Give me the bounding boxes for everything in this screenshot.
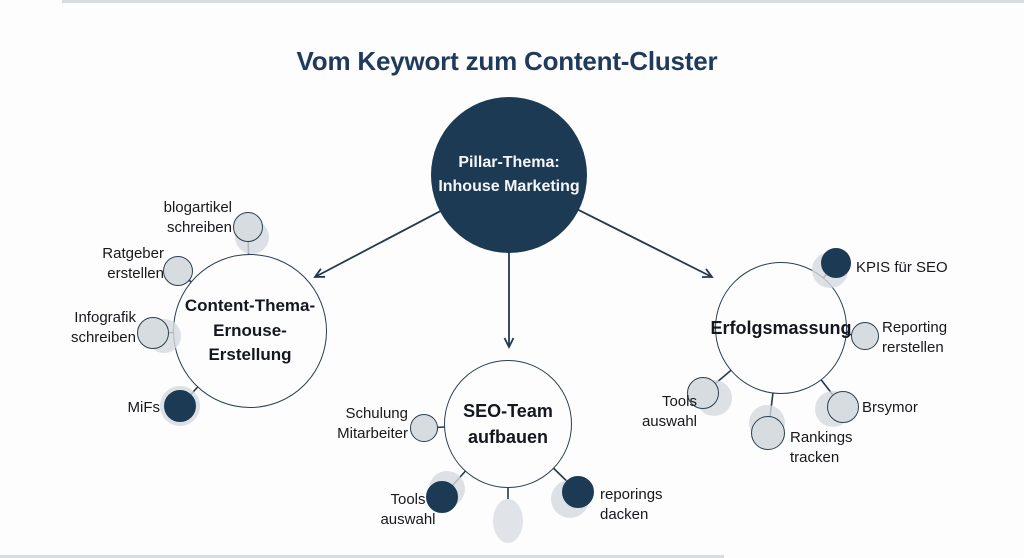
label-line: schreiben — [166, 218, 232, 236]
satellite-label-blogartikel: blogartikel schreiben — [130, 198, 232, 237]
label-line: auswahl — [641, 412, 697, 430]
cluster-label-line1: Content-Thema- — [184, 296, 316, 316]
cluster-label-line2: Ernouse-Erstellung — [208, 320, 292, 365]
cluster-node-seo-team: SEO-Team aufbauen — [444, 360, 572, 488]
cluster-label-line1: Erfolgsmassung — [710, 317, 852, 338]
satellite-node-infografik — [137, 317, 169, 349]
pillar-node: Pillar-Thema: Inhouse Marketing — [431, 97, 587, 253]
satellite-label-reporings: reporings dacken — [600, 485, 700, 524]
label-line: dacken — [600, 505, 649, 523]
satellite-label-mifs: MiFs — [98, 398, 161, 418]
cluster-label-content-thema: Content-Thema- Ernouse-Erstellung — [174, 294, 326, 368]
cluster-label-seo-team: SEO-Team aufbauen — [463, 398, 553, 450]
satellite-label-tools-center: Tools auswahl — [369, 490, 447, 529]
satellite-node-brsymor — [827, 391, 859, 423]
satellite-node-tools-center — [426, 481, 458, 513]
satellite-node-tools-right — [687, 377, 719, 409]
satellite-node-kpis — [821, 248, 851, 278]
satellite-label-infografik: Infografik schreiben — [52, 308, 136, 347]
satellite-node-mifs — [164, 390, 196, 422]
label-line: Schulung — [345, 405, 408, 422]
satellite-label-brsymor: Brsymor — [862, 398, 952, 418]
cluster-label-erfolgsmassung: Erfolgsmassung — [710, 315, 851, 341]
satellite-node-ratgeber — [163, 256, 193, 286]
cluster-node-content-thema: Content-Thema- Ernouse-Erstellung — [173, 254, 327, 408]
label-line: schreiben — [70, 328, 136, 346]
pillar-label-line2: Inhouse Marketing — [438, 178, 580, 195]
label-line: KPIS für SEO — [856, 259, 948, 276]
pillar-label-line1: Pillar-Thema: — [458, 154, 560, 171]
satellite-label-rankings: Rankings tracken — [790, 428, 880, 467]
label-line: Tools — [390, 491, 426, 508]
label-line: Ratgeber — [102, 245, 164, 262]
label-line: erstellen — [107, 264, 164, 282]
satellite-label-schulung: Schulung Mitarbeiter — [328, 404, 408, 443]
satellite-node-rankings — [751, 416, 785, 450]
label-line: Mitarbeiter — [337, 424, 408, 442]
cluster-label-line1: SEO-Team — [463, 400, 553, 421]
satellite-node-schulung — [410, 414, 438, 442]
satellite-label-kpis: KPIS für SEO — [856, 258, 976, 278]
satellite-label-tools-right: Tools auswahl — [622, 392, 697, 431]
diagram-title: Vom Keywort zum Content-Cluster — [296, 46, 718, 76]
satellite-label-reporting: Reporting rerstellen — [882, 318, 972, 357]
label-line: MiFs — [127, 399, 161, 416]
cluster-label-line2: aufbauen — [467, 427, 548, 447]
bottom-edge-divider — [0, 555, 724, 558]
label-line: Rankings — [790, 429, 853, 446]
satellite-label-ratgeber: Ratgeber erstellen — [78, 244, 164, 283]
label-line: reporings — [600, 486, 663, 503]
label-line: auswahl — [380, 510, 436, 528]
satellite-node-reporings — [562, 476, 594, 508]
label-line: Reporting — [882, 319, 948, 336]
satellite-node-reporting — [851, 322, 879, 350]
top-edge-divider — [62, 0, 1024, 3]
label-line: tracken — [790, 448, 840, 466]
label-line: Tools — [661, 393, 697, 410]
satellite-node-blogartikel — [233, 212, 263, 242]
pillar-label: Pillar-Thema: Inhouse Marketing — [438, 151, 579, 199]
label-line: Brsymor — [862, 399, 918, 416]
label-line: Infografik — [74, 309, 136, 326]
unlabeled-node-blob — [493, 499, 523, 543]
label-line: blogartikel — [163, 199, 232, 216]
label-line: rerstellen — [882, 338, 944, 356]
